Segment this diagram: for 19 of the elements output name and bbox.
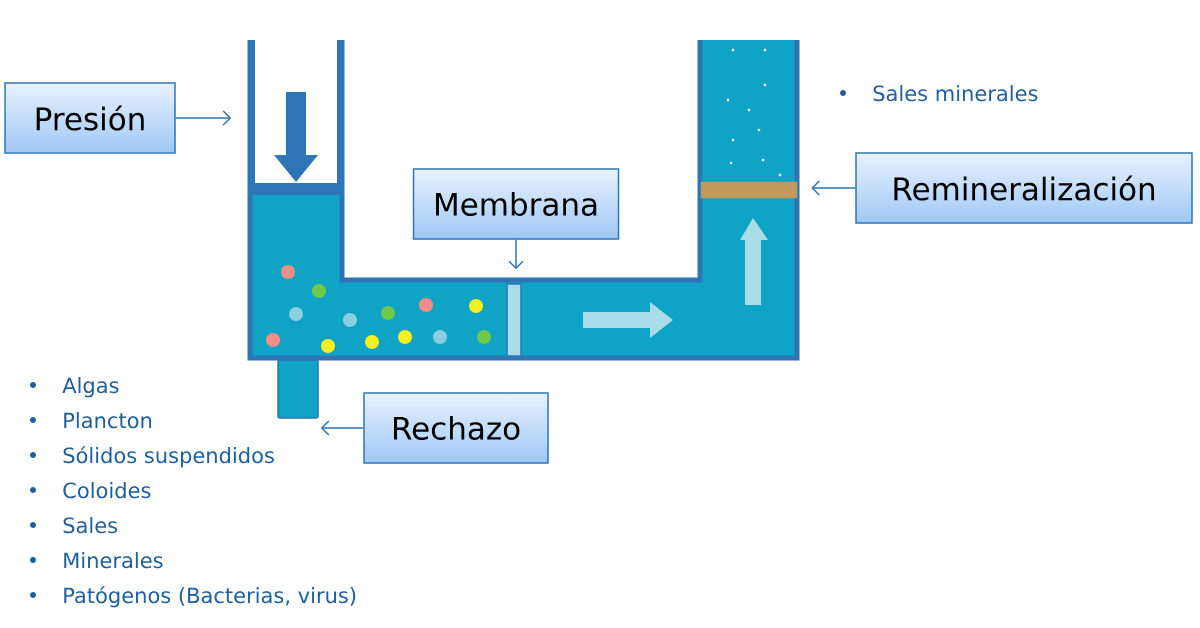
leader-line (320, 420, 364, 436)
list-item: Algas (62, 377, 119, 398)
list-item: Sales minerales (873, 85, 1038, 102)
leader-line (811, 180, 856, 196)
list-item: Minerales (64, 552, 163, 569)
membrane (506, 283, 522, 357)
label-box: Remineralización (855, 152, 1193, 224)
leader-line (508, 239, 524, 270)
leader-line (175, 110, 232, 126)
reject-outlet (277, 359, 319, 419)
label-box: Presión (4, 82, 176, 154)
label-box: Rechazo (363, 392, 549, 464)
list-item: Sales (63, 517, 118, 534)
list-item: Plancton (64, 412, 152, 429)
filter-layer (700, 181, 798, 199)
list-item: Coloides (63, 482, 151, 499)
label-box: Membrana (412, 168, 620, 240)
list-item: Sólidos suspendidos (63, 446, 274, 468)
list-item: Patógenos (Bacterias, virus) (64, 586, 356, 608)
